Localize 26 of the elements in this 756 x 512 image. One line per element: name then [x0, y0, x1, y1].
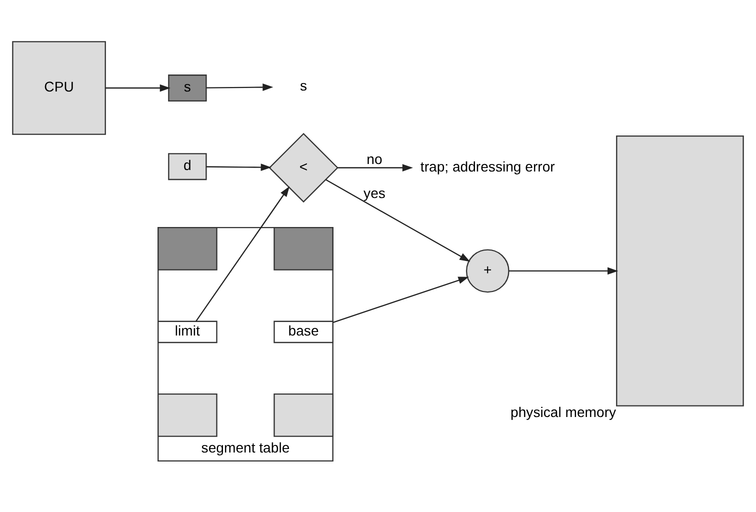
- edge-label: no: [366, 150, 382, 167]
- node-box: [158, 226, 218, 270]
- node-circle: +: [466, 249, 510, 293]
- node-diamond: <: [268, 132, 338, 203]
- node-box: base: [274, 320, 334, 344]
- node-box: d: [168, 153, 207, 180]
- arrow: [332, 276, 469, 323]
- arrow: [338, 164, 413, 172]
- node-box: s: [168, 74, 207, 102]
- edge-label: yes: [364, 184, 386, 201]
- arrow: [326, 179, 470, 262]
- node-box: [158, 394, 218, 437]
- node-label: segment table: [201, 439, 290, 456]
- arrow: [196, 186, 290, 322]
- node-box: limit: [158, 320, 218, 344]
- arrow: [508, 267, 618, 275]
- node-text: s: [300, 77, 308, 94]
- arrow: [206, 84, 274, 91]
- node-box: [616, 136, 744, 406]
- node-box: [274, 226, 334, 270]
- arrow: [105, 84, 170, 92]
- node-label: physical memory: [510, 404, 616, 420]
- node-box: [274, 394, 334, 437]
- node-text: trap; addressing error: [420, 158, 555, 174]
- arrow: [206, 164, 272, 172]
- node-box: CPU: [12, 41, 106, 135]
